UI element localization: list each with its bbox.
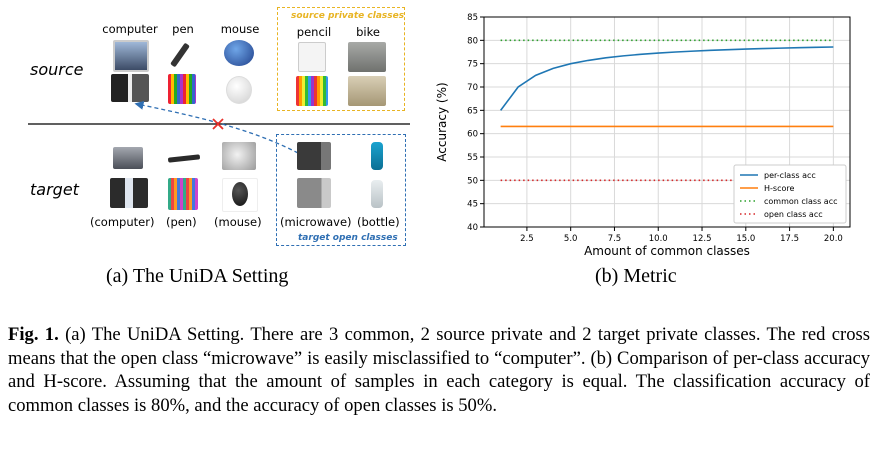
source-class-pen: pen: [172, 22, 194, 36]
y-tick-label: 45: [467, 200, 478, 210]
source-private-class-bike: bike: [356, 25, 380, 39]
misclassification-arrow: [134, 100, 299, 154]
pencils-image: [296, 76, 328, 106]
x-tick-label: 10.0: [649, 234, 668, 244]
chart-ticks: 2.5 5.0 7.5 10.0 12.5 15.0 17.5 20.0 40 45 50 55 60 6…: [467, 13, 843, 244]
y-tick-label: 65: [467, 106, 478, 116]
y-tick-label: 85: [467, 13, 478, 23]
series-line-per-class-acc: [499, 46, 834, 111]
target-computer-image: [113, 147, 143, 169]
subcaption-b: (b) Metric: [595, 265, 677, 287]
source-private-class-pencil: pencil: [296, 25, 332, 39]
legend-box: [733, 164, 847, 224]
x-tick-label: 12.5: [693, 234, 712, 244]
target-class-computer: (computer): [90, 215, 155, 229]
target-class-mouse: (mouse): [214, 215, 262, 229]
target-open-class-microwave: (microwave): [280, 215, 352, 229]
target-open-box: [276, 134, 406, 246]
x-tick-label: 2.5: [520, 234, 534, 244]
mouse-image-2: [226, 76, 252, 104]
target-computer-image-2: [110, 178, 148, 208]
y-tick-label: 60: [467, 130, 478, 140]
figure-caption-text: (a) The UniDA Setting. There are 3 commo…: [8, 324, 870, 416]
microwave-image: [297, 142, 331, 170]
chart-series: [499, 39, 834, 182]
x-tick-label: 15.0: [736, 234, 755, 244]
legend-label: common class acc: [764, 197, 838, 206]
setting-annotations: [28, 100, 410, 154]
y-tick-label: 40: [467, 223, 478, 233]
figure-caption: Fig. 1. (a) The UniDA Setting. There are…: [8, 323, 870, 417]
target-pens-image: [168, 178, 198, 210]
pens-image: [168, 74, 196, 104]
x-tick-label: 20.0: [824, 234, 843, 244]
x-tick-label: 17.5: [780, 234, 799, 244]
y-tick-label: 55: [467, 153, 478, 163]
target-mouse-image-2: [222, 178, 258, 212]
y-tick-label: 70: [467, 83, 478, 93]
y-tick-label: 80: [467, 36, 478, 46]
computer-image-2: [111, 74, 149, 102]
x-tick-label: 7.5: [608, 234, 622, 244]
microwave-image-2: [297, 178, 331, 208]
bottle-image-2: [371, 180, 383, 208]
red-cross-icon: [212, 118, 224, 130]
legend-label: open class acc: [764, 210, 823, 219]
metric-chart: 2.5 5.0 7.5 10.0 12.5 15.0 17.5 20.0 40 45 50 55 60 6…: [435, 13, 851, 258]
target-mouse-image: [222, 142, 256, 170]
bike-image: [348, 42, 386, 72]
y-tick-label: 50: [467, 176, 478, 186]
bottle-image: [371, 142, 383, 170]
target-label: target: [30, 180, 79, 199]
x-axis-label: Amount of common classes: [584, 244, 750, 258]
source-label: source: [30, 60, 84, 79]
plot-area-frame: [483, 16, 851, 228]
source-class-mouse: mouse: [220, 22, 260, 36]
source-private-box: [277, 7, 405, 111]
y-axis-label: Accuracy (%): [435, 82, 449, 161]
legend-label: per-class acc: [764, 171, 816, 180]
source-class-computer: computer: [102, 22, 158, 36]
target-open-title: target open classes: [298, 233, 398, 243]
bike-image-2: [348, 76, 386, 106]
pencil-image: [298, 42, 326, 72]
figure-number: Fig. 1.: [8, 324, 59, 345]
target-class-pen: (pen): [166, 215, 197, 229]
y-tick-label: 75: [467, 60, 478, 70]
source-private-title: source private classes: [291, 11, 405, 21]
legend-label: H-score: [764, 184, 794, 193]
computer-image: [113, 40, 149, 72]
target-open-class-bottle: (bottle): [357, 215, 400, 229]
x-tick-label: 5.0: [564, 234, 578, 244]
mouse-image: [224, 40, 254, 66]
subcaption-a: (a) The UniDA Setting: [106, 265, 289, 287]
